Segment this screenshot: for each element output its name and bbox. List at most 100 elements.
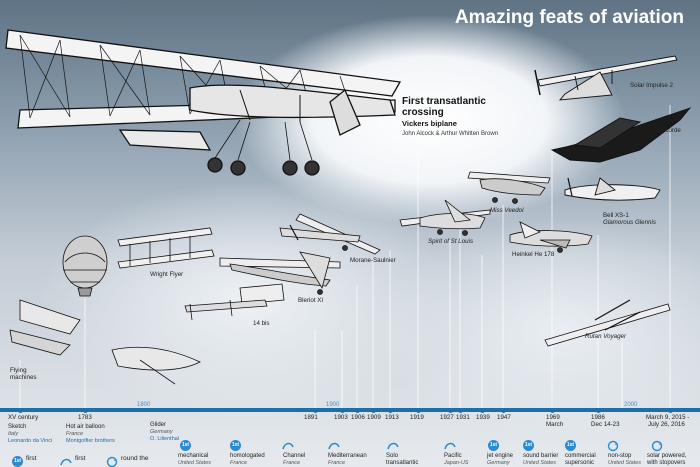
year-1909: 1909 bbox=[367, 414, 381, 421]
century-2000: 2000 bbox=[624, 402, 638, 408]
event-balloon: Hot air balloon France Montgolfier broth… bbox=[66, 424, 115, 445]
spirit-st-louis-drawing bbox=[399, 199, 491, 236]
century-1800: 1800 bbox=[137, 402, 151, 408]
timeline-dot bbox=[596, 408, 601, 413]
year-1891: 1891 bbox=[304, 414, 318, 421]
timeline-dot bbox=[480, 408, 485, 413]
event-balloon-title: Hot air balloon bbox=[66, 424, 105, 430]
event-homologated-place: France bbox=[230, 460, 248, 466]
legend-round-the-world-icon bbox=[106, 456, 118, 467]
first-badge-icon: 1st bbox=[523, 440, 534, 451]
crossing-arrow-icon bbox=[387, 442, 399, 450]
label-spirit-st-louis: Spirit of St Louis bbox=[428, 238, 474, 245]
event-balloon-place: France bbox=[66, 431, 84, 437]
event-solo-title: Solo bbox=[386, 453, 399, 459]
event-mechanical-place: United States bbox=[178, 460, 212, 466]
event-pacific: Pacific Japan-US bbox=[444, 453, 468, 467]
featured-pilots: John Alcock & Arthur Whitten Brown bbox=[402, 131, 499, 137]
event-homologated-title: homologated bbox=[230, 453, 265, 459]
timeline-dot bbox=[501, 408, 506, 413]
event-commercial-title: commercial bbox=[565, 453, 596, 459]
vickers-biplane-drawing bbox=[5, 29, 402, 176]
event-nonstop-place: United States bbox=[608, 460, 642, 466]
event-solo-transatlantic: Solo transatlantic bbox=[386, 453, 418, 467]
morane-drawing bbox=[279, 213, 381, 255]
timeline-dot bbox=[340, 408, 345, 413]
event-sketch-title: Sketch bbox=[8, 424, 27, 430]
first-badge-icon: 1st bbox=[488, 440, 499, 451]
event-homologated: homologated France bbox=[230, 453, 265, 467]
timeline-dot bbox=[668, 408, 673, 413]
timeline-dot bbox=[550, 408, 555, 413]
first-badge-icon: 1st bbox=[565, 440, 576, 451]
year-1931: 1931 bbox=[456, 414, 470, 421]
timeline-dot bbox=[371, 408, 376, 413]
event-sound-barrier: sound barrier United States bbox=[523, 453, 558, 467]
crossing-arrow-icon bbox=[444, 442, 456, 450]
first-badge-icon: 1st bbox=[230, 440, 241, 451]
year-2016: July 26, 2016 bbox=[648, 421, 685, 428]
event-solo-title-2: transatlantic bbox=[386, 460, 419, 466]
leonardo-machines-drawing bbox=[9, 299, 201, 385]
year-1947: 1947 bbox=[497, 414, 511, 421]
solar-impulse-drawing bbox=[534, 55, 678, 101]
featured-feat: First transatlantic crossing Vickers bip… bbox=[402, 96, 532, 137]
event-mechanical: mechanical United States bbox=[178, 453, 211, 467]
label-heinkel: Heinkel He 178 bbox=[512, 251, 555, 258]
event-mechanical-title: mechanical bbox=[178, 453, 209, 459]
event-sound-title: sound barrier bbox=[523, 453, 559, 459]
timeline-dot bbox=[18, 408, 23, 413]
bleriot-drawing bbox=[219, 251, 341, 295]
year-1906: 1906 bbox=[351, 414, 365, 421]
rutan-voyager-drawing bbox=[544, 299, 671, 347]
timeline-bar bbox=[0, 408, 700, 412]
featured-heading-1: First transatlantic bbox=[402, 96, 486, 107]
year-1986: 1986 bbox=[591, 414, 605, 421]
hot-air-balloon-drawing bbox=[62, 235, 108, 297]
label-solar-impulse: Solar Impulse 2 bbox=[630, 82, 673, 89]
year-1969: 1969 bbox=[546, 414, 560, 421]
event-sketch-place: Italy bbox=[8, 431, 19, 437]
year-xv: XV century bbox=[8, 414, 39, 421]
featured-heading-2: crossing bbox=[402, 107, 444, 118]
year-2015: March 9, 2015 - bbox=[646, 414, 690, 421]
event-sketch: Sketch Italy Leonardo da Vinci bbox=[8, 424, 52, 445]
event-sketch-who: Leonardo da Vinci bbox=[8, 438, 53, 444]
event-solar-powered: solar powered, with stopovers bbox=[647, 453, 686, 467]
guide-lines bbox=[19, 105, 671, 408]
label-concorde: Concorde bbox=[654, 127, 681, 134]
year-1927: 1927 bbox=[440, 414, 454, 421]
event-jet-place: Germany bbox=[487, 460, 510, 466]
14-bis-drawing bbox=[184, 283, 285, 321]
label-bleriot: Bleriot XI bbox=[298, 297, 324, 304]
event-jet-engine: jet engine Germany bbox=[487, 453, 513, 467]
year-1919: 1919 bbox=[410, 414, 424, 421]
year-1986-dates: Dec 14-23 bbox=[591, 421, 620, 428]
timeline-dot bbox=[83, 408, 88, 413]
label-flying-1: Flying bbox=[10, 367, 27, 374]
legend-round-the-world: round the bbox=[121, 455, 149, 462]
year-1939: 1939 bbox=[476, 414, 490, 421]
event-mediterranean-place: France bbox=[328, 460, 346, 466]
event-channel-place: France bbox=[283, 460, 301, 466]
label-wright-flyer: Wright Flyer bbox=[150, 271, 184, 278]
legend-first-crossing: first bbox=[75, 455, 86, 462]
event-pacific-place: Japan-US bbox=[444, 460, 469, 466]
event-glider-title: Glider bbox=[150, 422, 167, 428]
concorde-drawing bbox=[550, 107, 692, 163]
year-1783: 1783 bbox=[78, 414, 92, 421]
timeline-dot bbox=[416, 408, 421, 413]
label-14-bis: 14 bis bbox=[253, 320, 270, 327]
event-solar-title: solar powered, bbox=[647, 453, 687, 459]
infographic-title: Amazing feats of aviation bbox=[454, 7, 684, 28]
miss-veedol-drawing bbox=[467, 171, 551, 204]
label-bell-xs1: Bell XS-1 bbox=[603, 212, 629, 219]
event-commercial-supersonic: commercial supersonic bbox=[565, 453, 596, 467]
heinkel-drawing bbox=[509, 221, 593, 253]
label-bell-xs1-sub: Glamorous Glennis bbox=[603, 219, 656, 226]
timeline-dot bbox=[448, 408, 453, 413]
legend-first: first bbox=[26, 455, 37, 462]
bell-xs1-drawing bbox=[564, 177, 661, 201]
label-morane: Morane-Saulnier bbox=[350, 257, 396, 264]
